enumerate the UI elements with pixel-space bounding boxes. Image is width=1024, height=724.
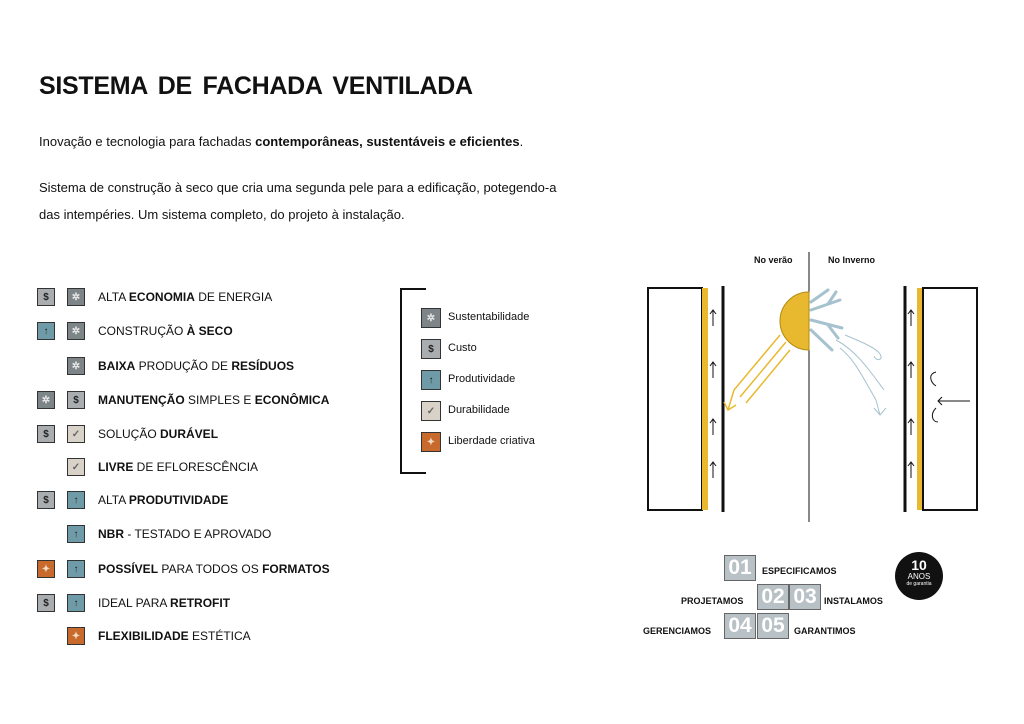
- feature-label: SOLUÇÃO DURÁVEL: [98, 427, 219, 441]
- page-title: SISTEMA DE FACHADA VENTILADA: [39, 72, 473, 100]
- produtividade-icon: ↑: [67, 525, 85, 543]
- badge-garantia: de garantia: [906, 581, 932, 587]
- sustentabilidade-icon: ✲: [67, 288, 85, 306]
- custo-icon: $: [67, 391, 85, 409]
- produtividade-icon: ↑: [67, 491, 85, 509]
- step-01: 01: [724, 555, 756, 581]
- sustentabilidade-icon: ✲: [37, 391, 55, 409]
- feature-label: LIVRE DE EFLORESCÊNCIA: [98, 460, 259, 474]
- feature-label: ALTA PRODUTIVIDADE: [98, 493, 229, 507]
- step-especificamos: ESPECIFICAMOS: [762, 566, 837, 576]
- badge-anos: ANOS: [907, 572, 931, 581]
- step-05: 05: [757, 613, 789, 639]
- feature-label: IDEAL PARA RETROFIT: [98, 596, 231, 610]
- legend-label: Custo: [448, 342, 477, 354]
- durabilidade-icon: ✓: [67, 458, 85, 476]
- step-02: 02: [757, 584, 789, 610]
- badge-years: 10: [911, 557, 927, 573]
- durabilidade-icon: ✓: [421, 401, 441, 421]
- legend-bracket: [400, 288, 426, 474]
- custo-icon: $: [421, 339, 441, 359]
- produtividade-icon: ↑: [67, 594, 85, 612]
- step-04: 04: [724, 613, 756, 639]
- legend-label: Liberdade criativa: [448, 435, 535, 447]
- feature-label: FLEXIBILIDADE ESTÉTICA: [98, 629, 251, 643]
- custo-icon: $: [37, 491, 55, 509]
- winter-label: No Inverno: [828, 255, 876, 265]
- sustentabilidade-icon: ✲: [67, 322, 85, 340]
- step-projetamos: PROJETAMOS: [681, 596, 744, 606]
- legend-label: Produtividade: [448, 373, 516, 385]
- description-text: Sistema de construção à seco que cria um…: [39, 180, 557, 222]
- step-garantimos: GARANTIMOS: [794, 626, 856, 636]
- legend-label: Sustentabilidade: [448, 311, 530, 323]
- warranty-badge: 10 ANOS de garantia: [895, 552, 943, 600]
- feature-label: BAIXA PRODUÇÃO DE RESÍDUOS: [98, 359, 295, 373]
- liberdade-icon: ✦: [421, 432, 441, 452]
- sun-icon: [723, 291, 810, 412]
- produtividade-icon: ↑: [37, 322, 55, 340]
- feature-label: MANUTENÇÃO SIMPLES E ECONÔMICA: [98, 393, 330, 407]
- durabilidade-icon: ✓: [67, 425, 85, 443]
- snowflake-icon: [809, 288, 844, 352]
- winter-wall: [903, 286, 978, 512]
- produtividade-icon: ↑: [67, 560, 85, 578]
- liberdade-icon: ✦: [67, 627, 85, 645]
- feature-label: POSSÍVEL PARA TODOS OS FORMATOS: [98, 562, 330, 576]
- step-instalamos: INSTALAMOS: [824, 596, 883, 606]
- custo-icon: $: [37, 288, 55, 306]
- custo-icon: $: [37, 425, 55, 443]
- intro-text: Inovação e tecnologia para fachadas cont…: [39, 134, 524, 149]
- wind-lines: [835, 334, 887, 416]
- feature-label: ALTA ECONOMIA DE ENERGIA: [98, 290, 273, 304]
- step-gerenciamos: GERENCIAMOS: [643, 626, 712, 636]
- liberdade-icon: ✦: [37, 560, 55, 578]
- custo-icon: $: [37, 594, 55, 612]
- step-03: 03: [789, 584, 821, 610]
- sustentabilidade-icon: ✲: [421, 308, 441, 328]
- summer-label: No verão: [754, 255, 793, 265]
- feature-label: NBR - TESTADO E APROVADO: [98, 527, 272, 541]
- sustentabilidade-icon: ✲: [67, 357, 85, 375]
- legend-label: Durabilidade: [448, 404, 510, 416]
- summer-wall: [647, 286, 725, 512]
- feature-label: CONSTRUÇÃO À SECO: [98, 324, 233, 338]
- produtividade-icon: ↑: [421, 370, 441, 390]
- facade-diagram: No verão No Inverno: [647, 252, 978, 522]
